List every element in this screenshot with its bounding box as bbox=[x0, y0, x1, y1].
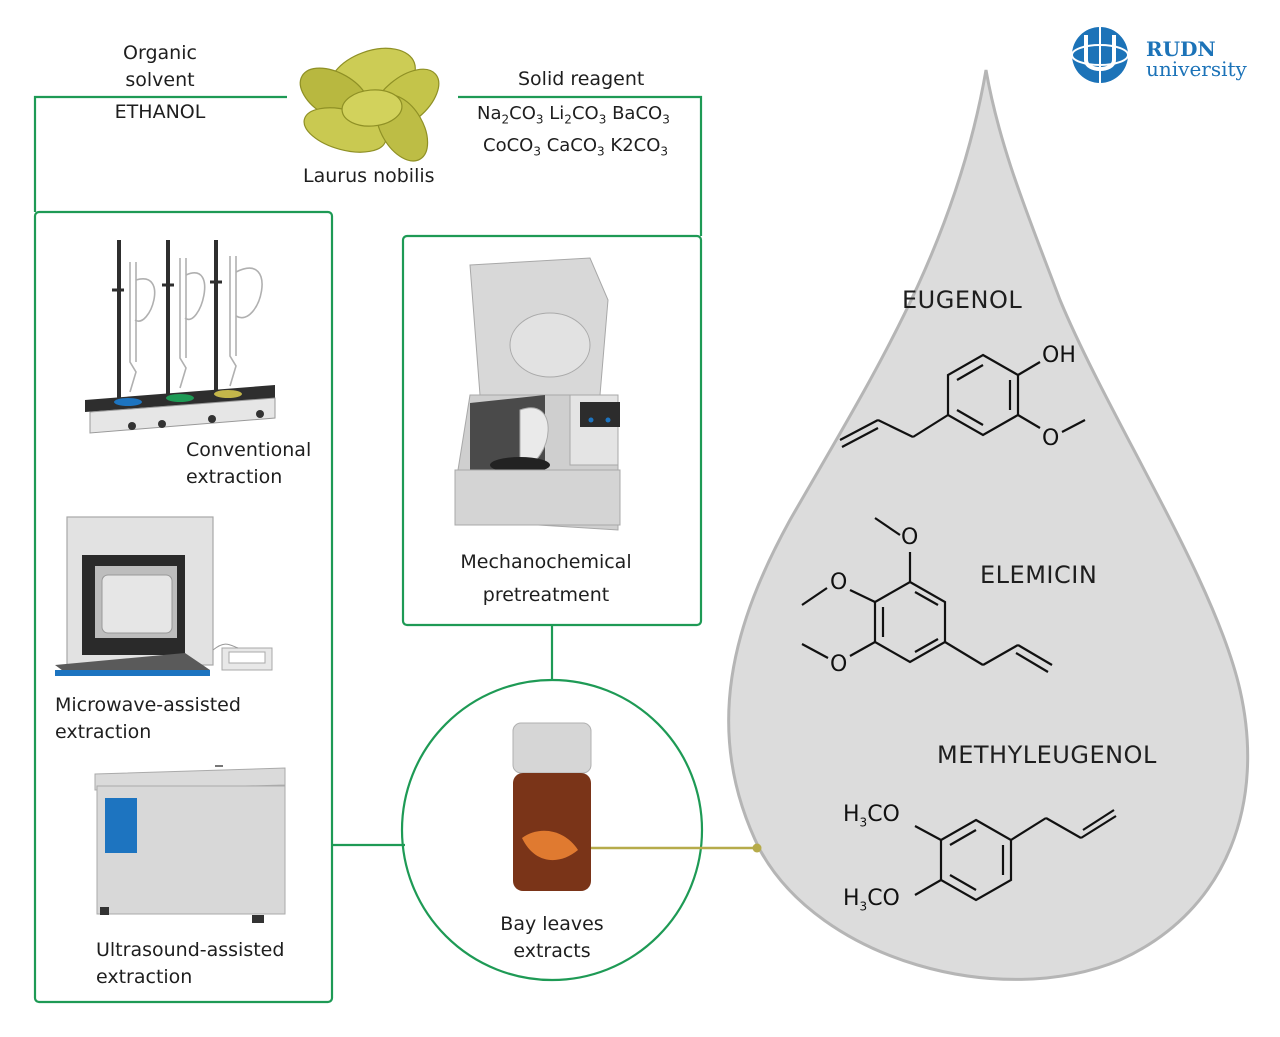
solvent-label: Organic solvent bbox=[123, 42, 197, 91]
eugenol-oh: OH bbox=[1042, 343, 1076, 368]
ultrasound-label: Ultrasound-assisted extraction bbox=[96, 939, 285, 988]
elemicin-o-bottom: O bbox=[830, 652, 848, 677]
logo-rudn: RUDN bbox=[1146, 37, 1216, 61]
methyleugenol-h3co-top: H3CO bbox=[843, 802, 900, 830]
elemicin-name: ELEMICIN bbox=[980, 561, 1098, 589]
reagent-coco3: CoCO3 bbox=[483, 135, 541, 159]
mechanochemical-label: Mechanochemical pretreatment bbox=[460, 551, 632, 606]
ultrasound-bath-image bbox=[94, 765, 286, 923]
reagent-row-1: Na2CO3 Li2CO3 BaCO3 bbox=[477, 103, 670, 127]
methyleugenol-h3co-bottom: H3CO bbox=[843, 886, 900, 914]
frame-lines bbox=[33, 95, 704, 1004]
reagent-na2co3: Na2CO3 bbox=[477, 103, 544, 127]
reagent-baco3: BaCO3 bbox=[612, 103, 670, 127]
logo-university: university bbox=[1146, 57, 1247, 81]
conventional-apparatus-image bbox=[85, 240, 276, 434]
reagent-label: Solid reagent bbox=[518, 68, 645, 90]
mill-image bbox=[454, 257, 621, 531]
plant-name: Laurus nobilis bbox=[303, 165, 435, 187]
reagent-k2co3: K2CO3 bbox=[610, 135, 669, 159]
eugenol-name: EUGENOL bbox=[902, 286, 1023, 314]
elemicin-structure bbox=[801, 517, 1053, 673]
bay-leaves-image bbox=[299, 47, 440, 162]
methyleugenol-name: METHYLEUGENOL bbox=[937, 741, 1157, 769]
eugenol-structure bbox=[839, 353, 1086, 448]
extract-circle bbox=[400, 678, 704, 982]
elemicin-o-mid: O bbox=[830, 570, 848, 595]
left-panel bbox=[33, 210, 334, 1004]
methyleugenol-structure bbox=[914, 809, 1117, 902]
extract-drop bbox=[727, 69, 1250, 981]
eugenol-o: O bbox=[1042, 426, 1060, 451]
extract-label: Bay leaves extracts bbox=[500, 913, 604, 962]
rudn-logo-globe bbox=[1071, 27, 1129, 83]
conventional-label: Conventional extraction bbox=[186, 439, 312, 488]
microwave-image bbox=[55, 516, 273, 676]
reagent-caco3: CaCO3 bbox=[546, 135, 605, 159]
solvent-name: ETHANOL bbox=[114, 101, 206, 123]
reagent-row-2: CoCO3 CaCO3 K2CO3 bbox=[483, 135, 668, 159]
microwave-label: Microwave-assisted extraction bbox=[55, 694, 241, 743]
extract-vial-image bbox=[512, 722, 592, 891]
elemicin-o-top: O bbox=[901, 525, 919, 550]
reagent-li2co3: Li2CO3 bbox=[549, 103, 607, 127]
